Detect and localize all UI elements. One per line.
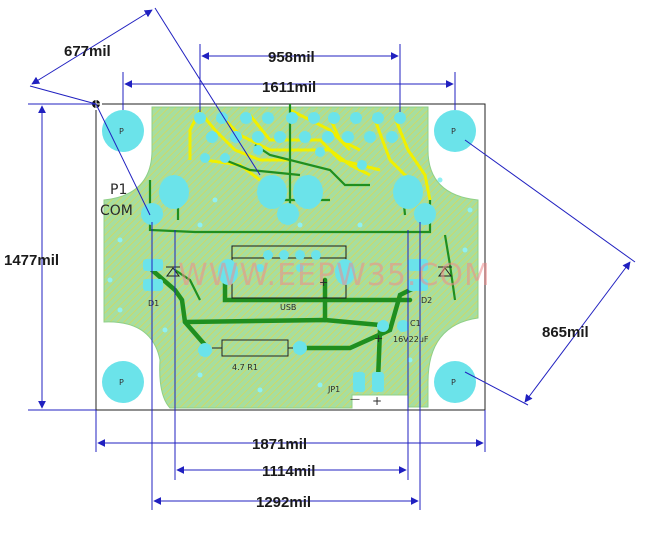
label-jp1: JP1 [327, 385, 340, 394]
usb-shield-pad-left [218, 259, 238, 285]
usb-shield-pad-right [335, 259, 355, 285]
dimension-lines [28, 7, 636, 510]
mount-hole-top-right [434, 110, 476, 152]
com-shield-pad-mid-left [257, 175, 287, 209]
watermark: WWW.EEPW35.COM [178, 258, 491, 293]
power-traces [149, 267, 423, 383]
label-c1-plus: + [374, 332, 383, 345]
diode-d1 [143, 259, 180, 291]
mounting-holes: P P P P [102, 110, 476, 403]
label-jp1-minus: — [350, 394, 360, 405]
com-mount-pad-left [141, 203, 163, 225]
dim-865: 865mil [542, 324, 589, 341]
jumper-jp1 [353, 372, 384, 392]
mount-hole-top-left [102, 110, 144, 152]
mount-hole-label-tr: P [451, 127, 456, 136]
mount-hole-bottom-right [434, 361, 476, 403]
vias [107, 177, 473, 393]
dim-677: 677mil [64, 43, 111, 60]
usb-pins [256, 250, 321, 272]
dim-1611: 1611mil [262, 79, 316, 96]
com-mount-pad-mid [277, 203, 299, 225]
db9-connector-pads [194, 112, 406, 170]
mount-hole-label-br: P [451, 378, 456, 387]
com-shield-pad-right [393, 175, 423, 209]
label-usb-plus: + [319, 276, 328, 289]
large-pads [141, 175, 436, 285]
mount-hole-label-bl: P [119, 378, 124, 387]
dim-1477: 1477mil [4, 252, 59, 269]
resistor-r1 [198, 339, 307, 357]
mount-hole-label-tl: P [119, 127, 124, 136]
label-com: COM [100, 203, 133, 219]
label-cap-value: 16V22uF [393, 335, 429, 344]
com-shield-pad-left [159, 175, 189, 209]
diode-d2 [408, 259, 452, 291]
label-jp1-plus: + [372, 394, 382, 408]
dim-958: 958mil [268, 49, 315, 66]
label-r1: 4.7 R1 [232, 363, 258, 372]
label-d1: D1 [148, 299, 159, 308]
dim-1871: 1871mil [252, 436, 307, 453]
com-shield-pad-mid-right [293, 175, 323, 209]
dim-1292: 1292mil [256, 494, 311, 511]
dim-1114: 1114mil [262, 463, 315, 480]
label-d2: D2 [421, 296, 432, 305]
label-p1: P1 [110, 182, 127, 198]
label-usb: USB [280, 303, 296, 312]
com-mount-pad-right [414, 203, 436, 225]
capacitor-c1 [377, 320, 409, 332]
mount-hole-bottom-left [102, 361, 144, 403]
label-c1: C1 [410, 319, 421, 328]
